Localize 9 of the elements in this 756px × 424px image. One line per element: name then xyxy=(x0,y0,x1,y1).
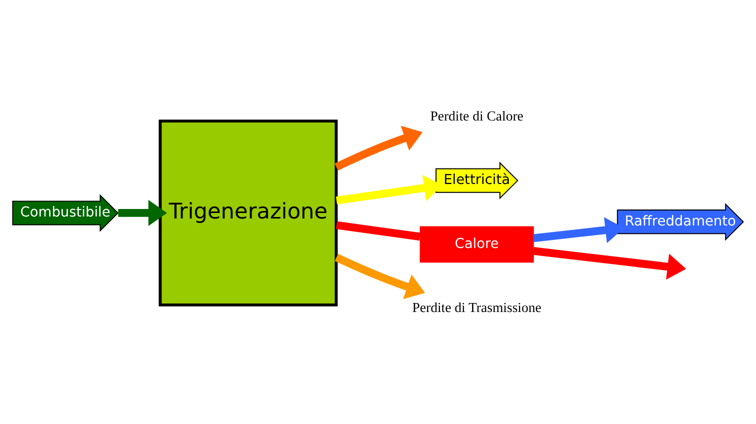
node-text: Perdite di Trasmissione xyxy=(412,300,542,315)
arrow xyxy=(334,253,425,299)
arrow xyxy=(118,199,168,226)
arrow xyxy=(532,246,686,280)
node-box: Trigenerazione xyxy=(158,119,338,306)
connector xyxy=(336,220,421,240)
arrow xyxy=(334,125,423,170)
node-text: Perdite di Calore xyxy=(430,108,524,123)
node-box: Calore xyxy=(420,226,534,262)
